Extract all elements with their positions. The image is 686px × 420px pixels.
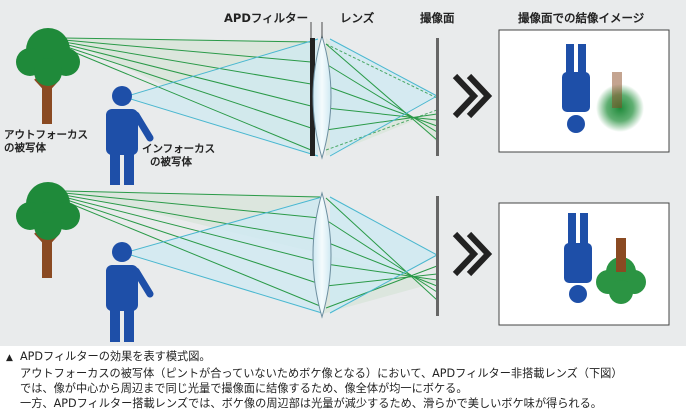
bottom-tree bbox=[16, 182, 80, 278]
top-lens bbox=[312, 34, 332, 160]
triangle-marker-icon: ▲ bbox=[6, 353, 13, 363]
person-icon bbox=[106, 86, 154, 185]
double-chevron-icon bbox=[452, 231, 493, 277]
caption-line-4: 一方、APDフィルター搭載レンズでは、ボケ像の周辺部は光量が減少するため、滑らか… bbox=[20, 397, 602, 410]
bottom-green-rays bbox=[63, 190, 438, 309]
out-of-focus-label-2: の被写体 bbox=[4, 141, 46, 154]
image-plane-label: 撮像面 bbox=[420, 11, 455, 25]
inverted-person-icon bbox=[564, 213, 592, 303]
top-blue-cone-right bbox=[330, 38, 437, 157]
top-green-dashed-rays bbox=[325, 43, 438, 151]
blurred-trunk bbox=[612, 72, 622, 108]
bottom-blue-cone bbox=[124, 196, 322, 314]
caption-line-1: ▲APDフィルターの効果を表す模式図。 bbox=[6, 349, 682, 366]
bottom-image-plane bbox=[436, 196, 439, 316]
imaging-on-plane-label: 撮像面での結像イメージ bbox=[518, 11, 645, 25]
bottom-blue-rays bbox=[123, 196, 438, 314]
in-focus-label-2: の被写体 bbox=[150, 155, 192, 168]
caption: ▲APDフィルターの効果を表す模式図。 アウトフォーカスの被写体（ピントが合って… bbox=[6, 349, 682, 411]
lens-label: レンズ bbox=[340, 11, 375, 25]
bottom-chevron bbox=[452, 231, 493, 277]
uniform-bokeh bbox=[596, 257, 646, 304]
tree-icon bbox=[16, 28, 80, 124]
apd-filter-label: APDフィルター bbox=[224, 11, 308, 25]
top-tree bbox=[16, 28, 80, 124]
top-blue-rays bbox=[123, 38, 438, 157]
bottom-result-image bbox=[564, 213, 646, 304]
inverted-person-icon bbox=[562, 44, 590, 133]
top-image-plane bbox=[436, 38, 439, 156]
bottom-diagram bbox=[16, 182, 670, 342]
in-focus-label-1: インフォーカス bbox=[142, 143, 215, 155]
bottom-blue-cone-right bbox=[330, 196, 437, 314]
top-green-rays bbox=[63, 37, 438, 151]
caption-line-3: では、像が中心から周辺まで同じ光量で撮像面に結像するため、像全体が均一にボケる。 bbox=[20, 382, 468, 395]
bottom-lens bbox=[312, 191, 332, 319]
top-person bbox=[106, 86, 154, 185]
top-blue-cone bbox=[124, 38, 318, 157]
top-chevron bbox=[452, 73, 493, 119]
top-result-image bbox=[562, 44, 644, 133]
top-diagram bbox=[16, 28, 670, 185]
double-chevron-icon bbox=[452, 73, 493, 119]
bottom-person bbox=[106, 242, 154, 342]
person-icon bbox=[106, 242, 154, 342]
caption-line-2: アウトフォーカスの被写体（ピントが合っていないためボケ像となる）において、APD… bbox=[20, 367, 623, 380]
apd-diagram: APDフィルター レンズ 撮像面 撮像面での結像イメージ アウトフォーカス の被… bbox=[4, 11, 670, 342]
tree-icon bbox=[16, 182, 80, 278]
blurred-trunk bbox=[616, 238, 626, 272]
out-of-focus-label-1: アウトフォーカス bbox=[4, 129, 88, 141]
